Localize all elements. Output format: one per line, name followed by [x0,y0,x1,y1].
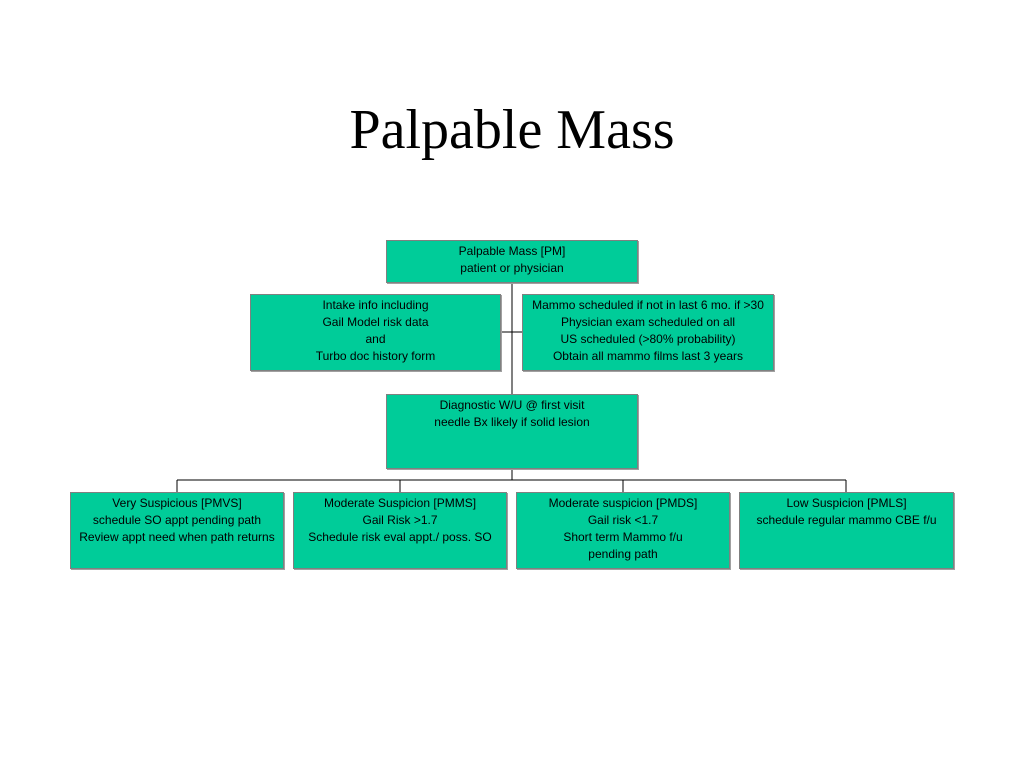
node-diagnostic-wu: Diagnostic W/U @ first visit needle Bx l… [386,394,638,469]
node-text-line: patient or physician [460,261,564,275]
node-text-line: pending path [588,547,658,561]
node-text-line: Schedule risk eval appt./ poss. SO [308,530,492,544]
node-very-suspicious: Very Suspicious [PMVS] schedule SO appt … [70,492,284,569]
node-text-line: Low Suspicion [PMLS] [786,496,907,510]
node-text-line: Gail Model risk data [322,315,429,329]
node-moderate-suspicion-pmds: Moderate suspicion [PMDS] Gail risk <1.7… [516,492,730,569]
node-text-line: US scheduled (>80% probability) [560,332,736,346]
node-text-line: schedule regular mammo CBE f/u [756,513,937,527]
node-text-line: and [365,332,386,346]
node-low-suspicion: Low Suspicion [PMLS] schedule regular ma… [739,492,954,569]
node-text-line: Diagnostic W/U @ first visit [439,398,585,412]
node-palpable-mass: Palpable Mass [PM] patient or physician [386,240,638,283]
node-text-line: Moderate Suspicion [PMMS] [323,496,477,510]
node-text-line: Gail Risk >1.7 [362,513,438,527]
node-text-line: needle Bx likely if solid lesion [434,415,590,429]
slide-title: Palpable Mass [349,99,675,161]
node-text-line: Physician exam scheduled on all [560,315,736,329]
node-text-line: Very Suspicious [PMVS] [112,496,242,510]
node-text-line: Turbo doc history form [315,349,436,363]
node-text-line: Obtain all mammo films last 3 years [552,349,744,363]
node-text-line: Gail risk <1.7 [587,513,659,527]
node-text-line: Moderate suspicion [PMDS] [548,496,698,510]
node-intake-info: Intake info including Gail Model risk da… [250,294,501,371]
node-moderate-suspicion-pmms: Moderate Suspicion [PMMS] Gail Risk >1.7… [293,492,507,569]
node-text-line: Mammo scheduled if not in last 6 mo. if … [532,298,764,312]
node-text-line: schedule SO appt pending path [92,513,262,527]
node-text-line: Short term Mammo f/u [563,530,683,544]
node-mammo-scheduled: Mammo scheduled if not in last 6 mo. if … [522,294,774,371]
node-text-line: Intake info including [322,298,429,312]
node-text-line: Review appt need when path returns [79,530,275,544]
node-text-line: Palpable Mass [PM] [458,244,566,258]
